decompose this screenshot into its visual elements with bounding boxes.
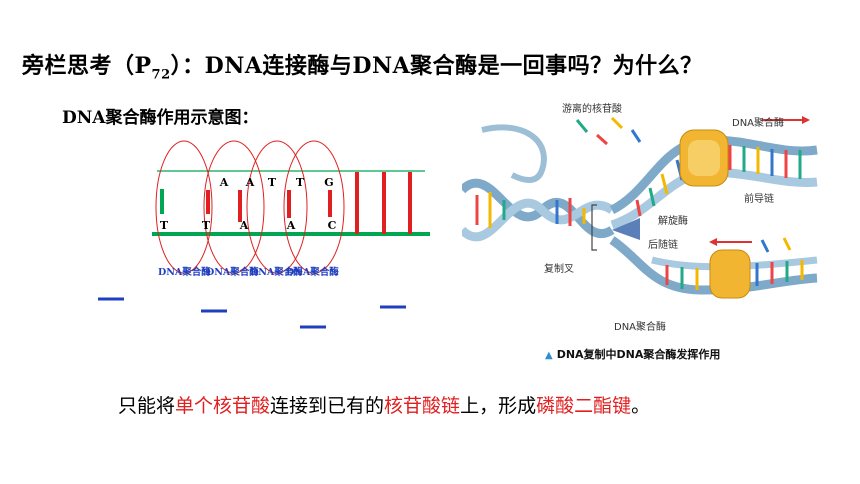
label-leading-strand: 前导链 (744, 192, 774, 205)
enzyme-label-2: DNA聚合酶 (206, 266, 259, 278)
answer-part: 只能将 (118, 395, 176, 417)
enzyme-circle-1 (155, 140, 213, 274)
top-base-1: A (219, 176, 229, 189)
answer-highlight: 单个核苷酸 (175, 395, 271, 417)
helicase-shape (612, 218, 640, 240)
enzyme-label-3: DNA聚合酶 (250, 266, 303, 278)
triangle-icon: ▲ (545, 350, 553, 361)
polymerase-bottom-shape (709, 249, 751, 299)
label-free-nucleotides: 游离的核苷酸 (562, 102, 622, 115)
title-prefix: 旁栏思考（P (22, 53, 152, 79)
label-helicase: 解旋酶 (658, 214, 688, 227)
helix-backbone-b (462, 198, 615, 242)
bottom-base-5: C (328, 219, 337, 232)
slide-title: 旁栏思考（P72）：DNA连接酶与DNA聚合酶是一回事吗？为什么？ (22, 48, 703, 82)
strand-curl (481, 124, 547, 183)
enzyme-label-1: DNA聚合酶 (158, 266, 211, 278)
answer-highlight: 核苷酸链 (384, 395, 461, 417)
title-suffix: ）：DNA连接酶与DNA聚合酶是一回事吗？为什么？ (170, 53, 703, 79)
bottom-base-2: T (202, 219, 211, 232)
enzyme-label-4: DNA聚合酶 (286, 266, 339, 278)
polymerase-schematic: A A T T G T T A A C DNA聚合酶 DNA聚合酶 DNA聚合酶… (98, 140, 430, 329)
diagram-heading: DNA聚合酶作用示意图： (62, 108, 259, 128)
illustration-caption: ▲DNA复制中DNA聚合酶发挥作用 (545, 346, 720, 362)
top-base-3: T (268, 176, 277, 189)
answer-part: 上，形成 (460, 395, 537, 417)
label-lagging-strand: 后随链 (648, 238, 678, 251)
top-base-4: T (296, 176, 305, 189)
bottom-base-3: A (239, 219, 249, 232)
caption-text: DNA复制中DNA聚合酶发挥作用 (556, 348, 721, 361)
top-base-5: G (324, 176, 333, 189)
title-page-subscript: 72 (151, 67, 171, 83)
enzyme-circle-2 (203, 140, 265, 274)
enzyme-circle-4 (283, 140, 345, 274)
bottom-base-1: T (160, 219, 169, 232)
fork-bracket (591, 204, 597, 251)
label-polymerase-bottom: DNA聚合酶 (614, 320, 666, 333)
label-polymerase-top: DNA聚合酶 (732, 116, 784, 129)
answer-part: 。 (631, 395, 651, 417)
replication-fork-illustration: 游离的核苷酸 DNA聚合酶 前导链 解旋酶 后随链 复制叉 DNA聚合酶 (462, 102, 818, 333)
enzyme-circle-3 (246, 140, 308, 274)
top-base-2: A (245, 176, 255, 189)
answer-highlight: 磷酸二酯键 (536, 395, 632, 417)
answer-part: 连接到已有的 (270, 395, 385, 417)
label-fork: 复制叉 (544, 262, 574, 275)
bottom-base-4: A (286, 219, 296, 232)
answer-text: 只能将单个核苷酸连接到已有的核苷酸链上，形成磷酸二酯键。 (118, 391, 650, 418)
